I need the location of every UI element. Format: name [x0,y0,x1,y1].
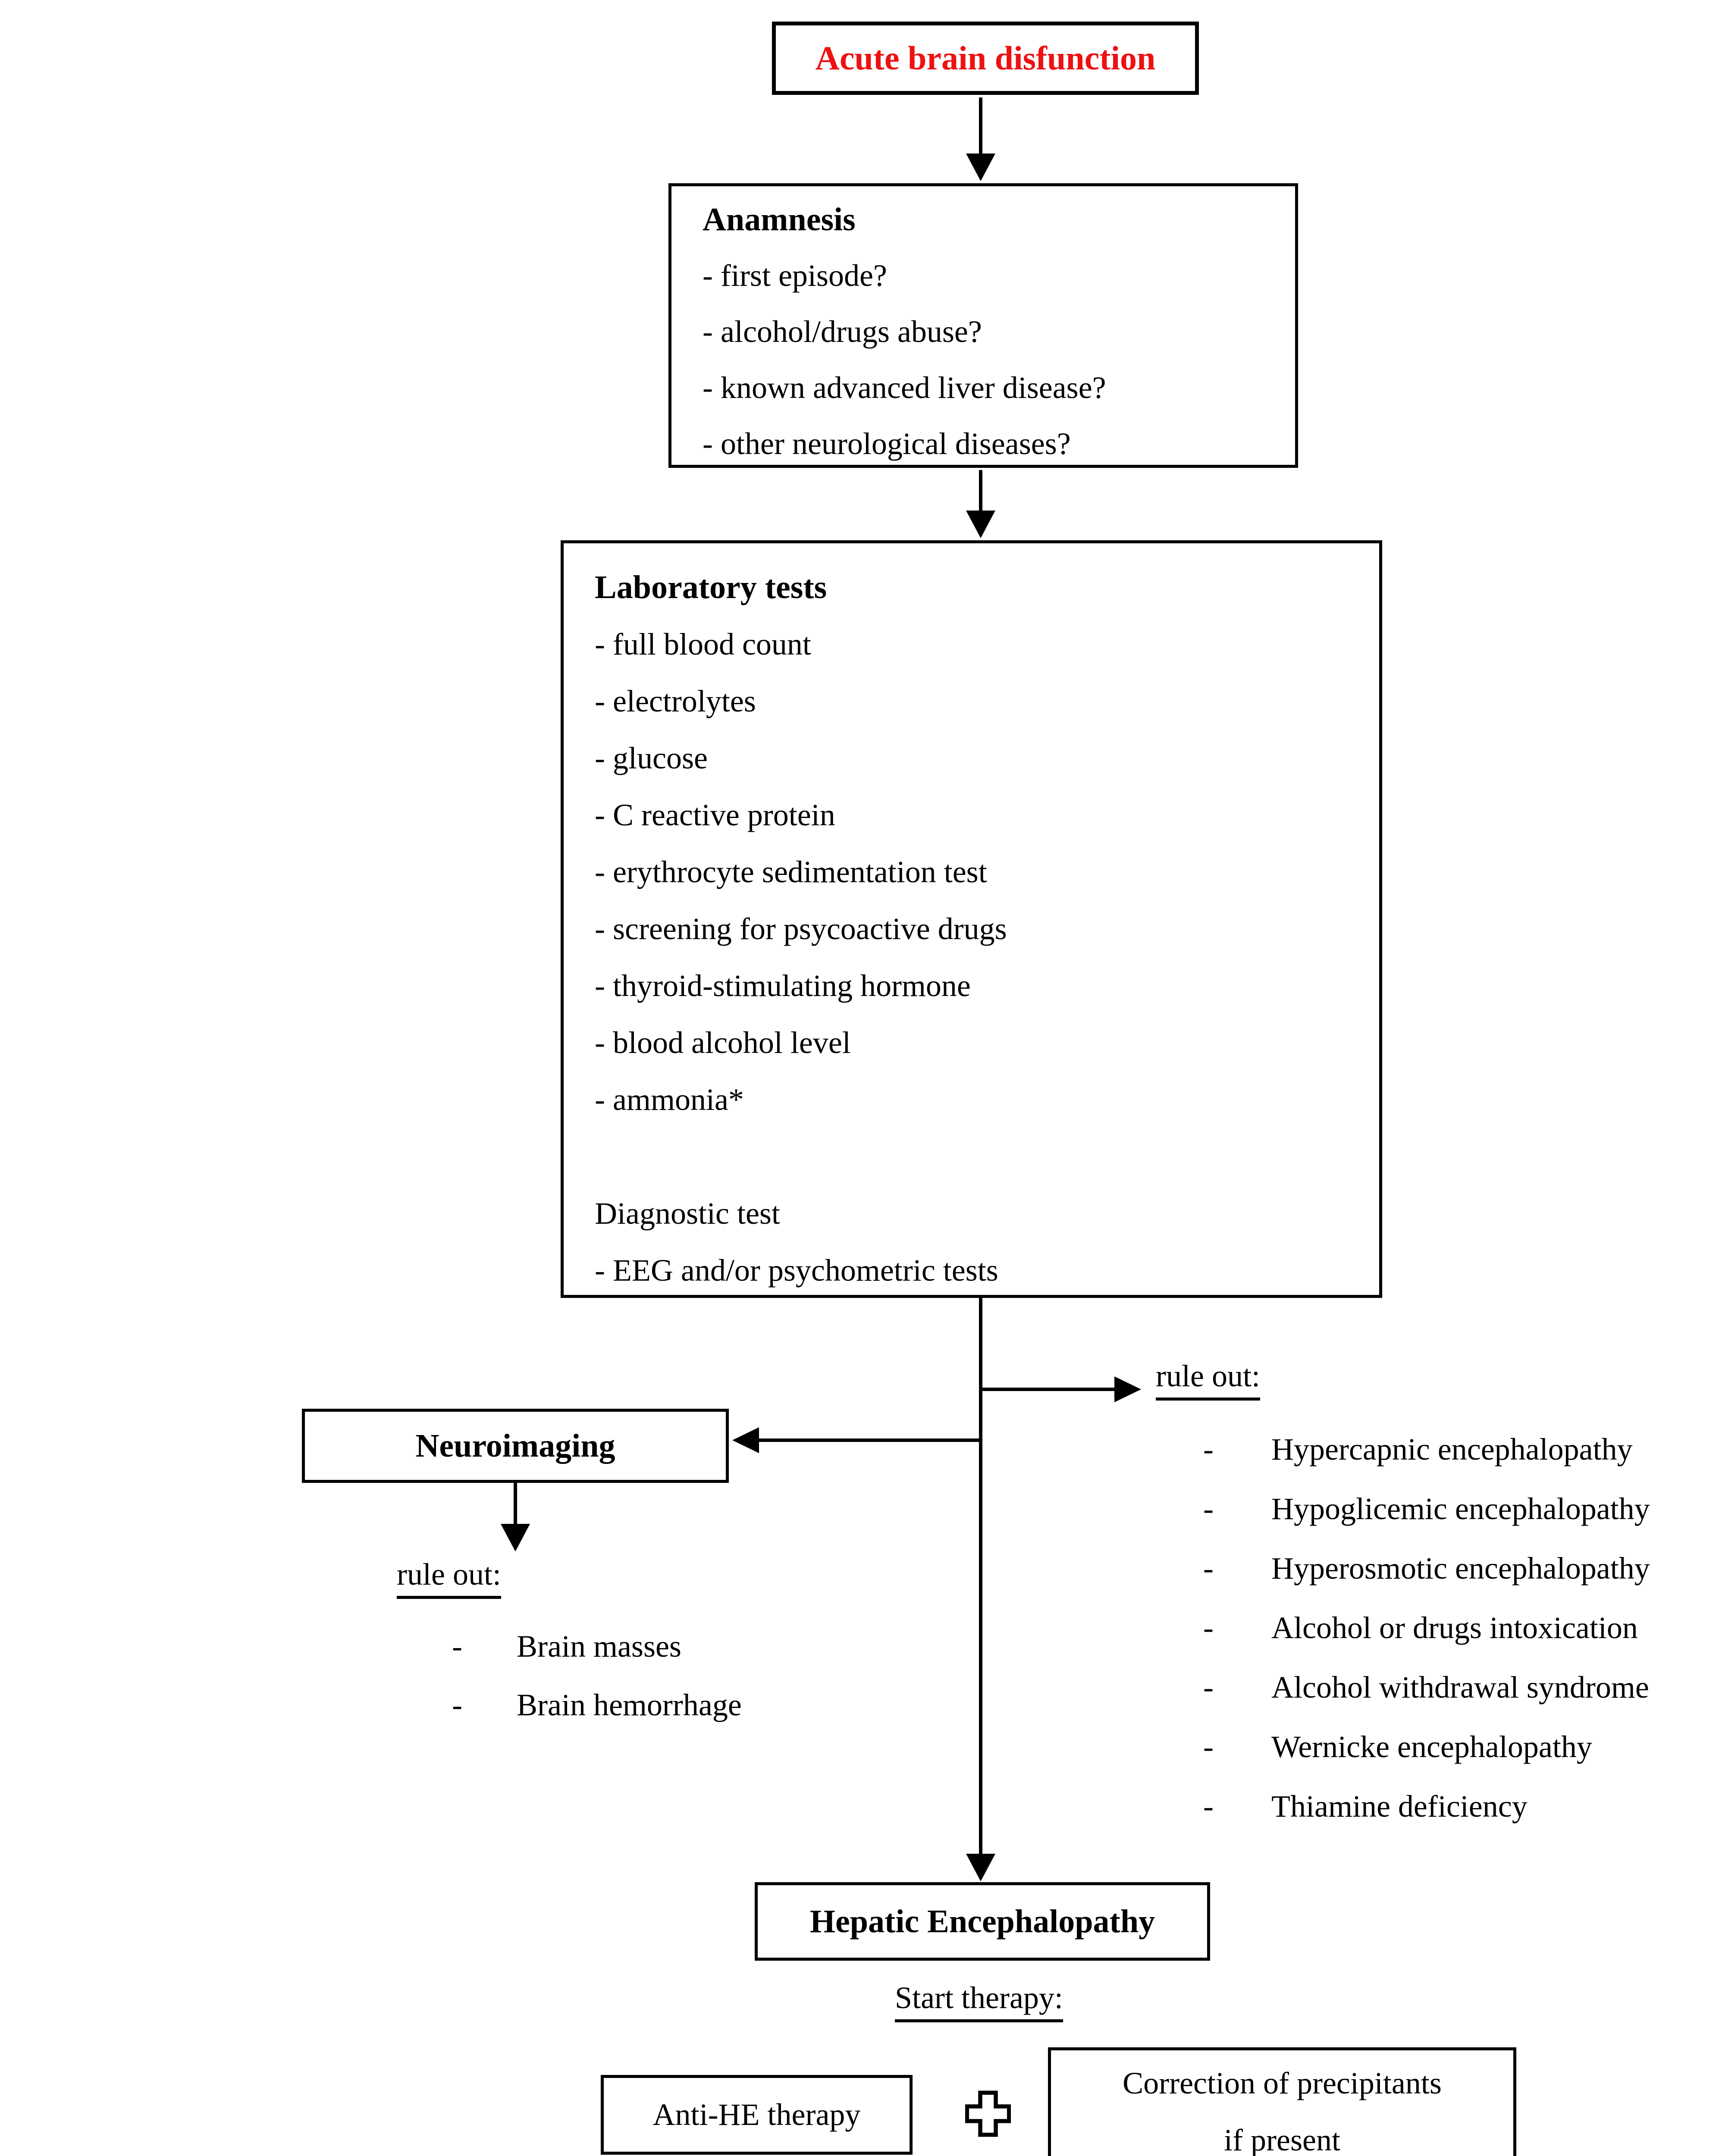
neuroimaging-label: Neuroimaging [415,1427,615,1464]
laboratory-item: - thyroid-stimulating hormone [595,968,971,1003]
list-item-label: Hyperosmotic encephalopathy [1271,1551,1650,1586]
hepatic-encephalopathy-label: Hepatic Encephalopathy [809,1903,1155,1940]
correction-precipitants-box: Correction of precipitants if present [1048,2047,1516,2156]
correction-line: Correction of precipitants [1123,2066,1442,2100]
laboratory-item: - full blood count [595,627,811,661]
anamnesis-box: Anamnesis - first episode? - alcohol/dru… [668,183,1298,468]
laboratory-item: - C reactive protein [595,798,835,832]
dash-bullet: - [1203,1729,1214,1764]
list-item: - Brain masses [452,1617,742,1676]
arrow-line-top-to-anamnesis [979,97,982,154]
diagnostic-test-item: - EEG and/or psychometric tests [595,1253,998,1288]
branch-line-left [758,1438,981,1442]
arrow-line-anamnesis-to-lab [979,470,982,511]
dash-bullet: - [1203,1670,1214,1705]
anamnesis-item: - known advanced liver disease? [703,370,1106,405]
laboratory-tests-box: Laboratory tests - full blood count - el… [561,540,1382,1298]
anamnesis-title: Anamnesis [703,201,856,238]
rule-out-left-label: rule out: [397,1557,501,1599]
list-item-label: Hypercapnic encephalopathy [1271,1432,1633,1467]
list-item: - Alcohol withdrawal syndrome [1203,1658,1650,1717]
anti-he-therapy-label: Anti-HE therapy [652,2097,861,2132]
correction-line: if present [1224,2123,1340,2156]
dash-bullet: - [1203,1432,1214,1467]
spine-line-lab-to-hepatic [979,1298,982,1854]
dash-bullet: - [1203,1610,1214,1645]
list-item-label: Hypoglicemic encephalopathy [1271,1491,1650,1526]
list-item-label: Brain masses [517,1629,681,1664]
arrow-line-neuro-to-ruleout [514,1483,517,1524]
list-item: - Hypoglicemic encephalopathy [1203,1479,1650,1539]
arrowhead-down-icon [966,511,995,538]
start-therapy-label: Start therapy: [895,1980,1063,2022]
list-item: - Alcohol or drugs intoxication [1203,1598,1650,1658]
anamnesis-item: - first episode? [703,258,887,293]
rule-out-left-list: - Brain masses - Brain hemorrhage [452,1617,742,1734]
list-item-label: Alcohol withdrawal syndrome [1271,1670,1649,1705]
list-item: - Hyperosmotic encephalopathy [1203,1539,1650,1598]
laboratory-item: - ammonia* [595,1082,744,1117]
plus-cross-icon [965,2090,1011,2138]
rule-out-right-label: rule out: [1156,1358,1260,1401]
list-item: - Wernicke encephalopathy [1203,1717,1650,1777]
list-item: - Thiamine deficiency [1203,1777,1650,1836]
arrowhead-left-icon [732,1427,759,1453]
hepatic-encephalopathy-box: Hepatic Encephalopathy [755,1882,1210,1961]
list-item-label: Wernicke encephalopathy [1271,1729,1592,1764]
arrowhead-down-icon [966,154,995,181]
dash-bullet: - [1203,1789,1214,1824]
list-item-label: Alcohol or drugs intoxication [1271,1610,1638,1645]
laboratory-item: - erythrocyte sedimentation test [595,855,987,889]
arrowhead-down-icon [966,1854,995,1881]
dash-bullet: - [452,1687,462,1722]
laboratory-item: - glucose [595,741,708,775]
laboratory-item: - screening for psycoactive drugs [595,912,1007,946]
dash-bullet: - [452,1629,462,1664]
anamnesis-item: - other neurological diseases? [703,426,1071,461]
anti-he-therapy-box: Anti-HE therapy [601,2075,913,2155]
anamnesis-item: - alcohol/drugs abuse? [703,314,982,349]
laboratory-item: - blood alcohol level [595,1025,851,1060]
laboratory-title: Laboratory tests [595,569,827,605]
diagnostic-test-title: Diagnostic test [595,1196,780,1231]
arrowhead-down-icon [501,1524,530,1551]
rule-out-right-list: - Hypercapnic encephalopathy - Hypoglice… [1203,1420,1650,1836]
blank-line [595,1128,1362,1185]
laboratory-item: - electrolytes [595,684,756,718]
acute-brain-box: Acute brain disfunction [772,22,1199,95]
list-item: - Brain hemorrhage [452,1676,742,1734]
dash-bullet: - [1203,1551,1214,1586]
branch-line-right [981,1388,1114,1391]
list-item-label: Thiamine deficiency [1271,1789,1528,1824]
list-item: - Hypercapnic encephalopathy [1203,1420,1650,1479]
dash-bullet: - [1203,1491,1214,1526]
arrowhead-right-icon [1114,1376,1141,1402]
list-item-label: Brain hemorrhage [517,1687,742,1722]
acute-brain-label: Acute brain disfunction [815,39,1156,77]
neuroimaging-box: Neuroimaging [302,1409,729,1483]
